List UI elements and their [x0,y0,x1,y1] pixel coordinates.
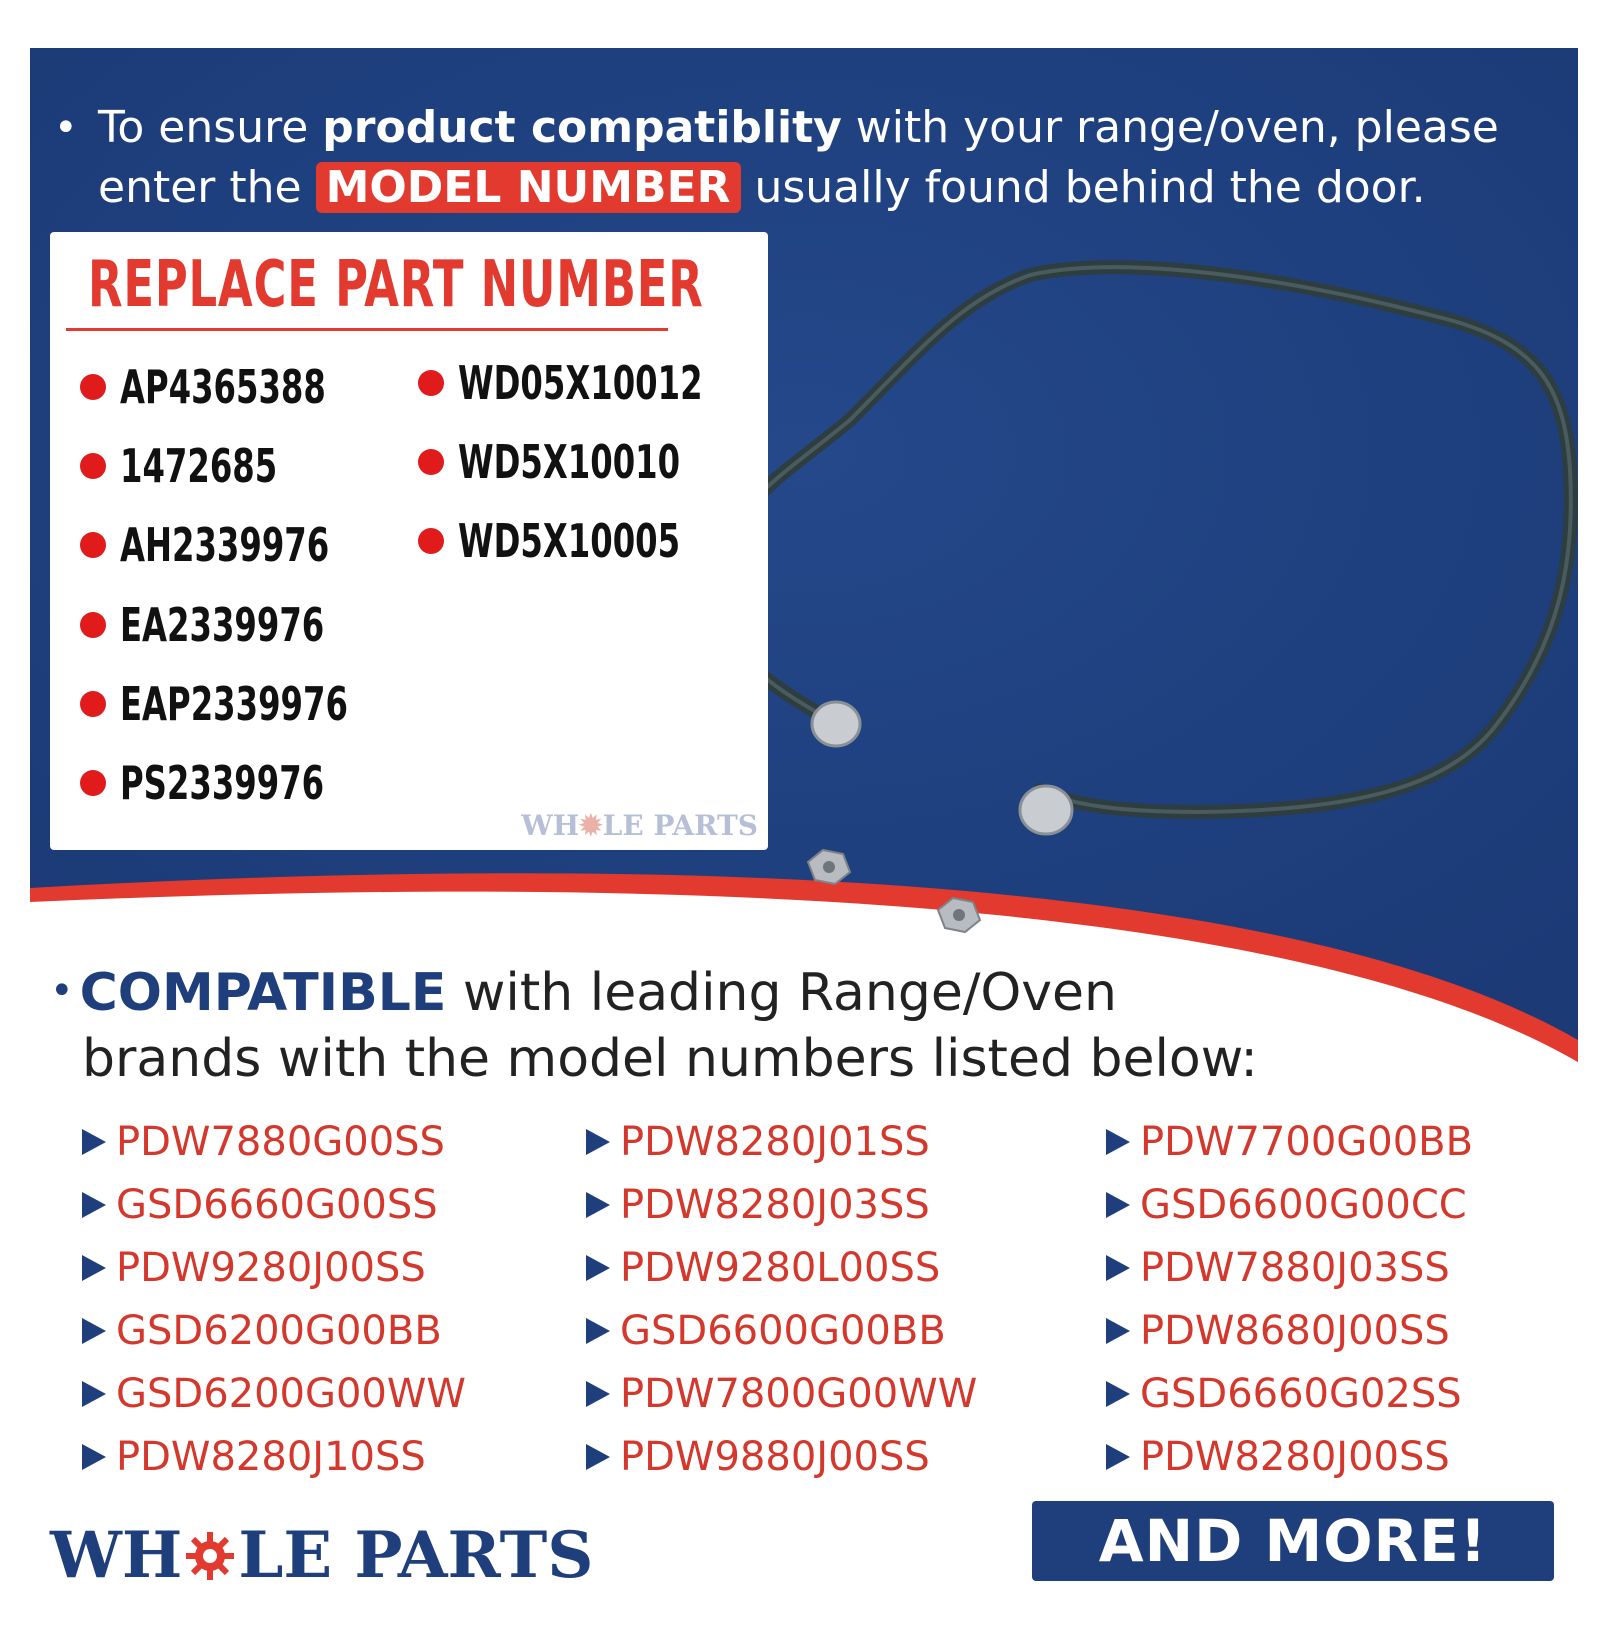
gear-icon: ✹ [579,809,603,842]
triangle-bullet-icon [82,1191,106,1218]
part-item: AH2339976 [80,518,388,572]
bullet-dot-icon [80,452,106,479]
part-item: AP4365388 [80,360,384,414]
hex-nut-icon [806,848,982,934]
triangle-bullet-icon [586,1317,610,1344]
model-number-highlight: MODEL NUMBER [315,162,741,213]
model-column-1: PDW7880G00SS GSD6660G00SS PDW9280J00SS G… [82,1110,466,1488]
triangle-bullet-icon [1106,1380,1130,1407]
card-title: REPLACE PART NUMBER [88,248,704,322]
bullet-dot-icon [418,369,444,396]
bullet-dot-icon [80,769,106,796]
red-swoosh [30,873,1578,1062]
part-item: WD5X10010 [418,435,743,489]
list-item: PDW8280J01SS [586,1110,977,1173]
gear-icon [186,1531,235,1580]
card-divider [66,328,668,331]
replace-part-card: REPLACE PART NUMBER AP4365388 1472685 AH… [50,232,768,850]
triangle-bullet-icon [1106,1191,1130,1218]
intro-bold: product compatiblity [322,102,842,153]
list-item: PDW7880G00SS [82,1110,466,1173]
list-item: PDW7880J03SS [1106,1236,1473,1299]
model-column-2: PDW8280J01SS PDW8280J03SS PDW9280L00SS G… [586,1110,977,1488]
list-item: GSD6660G02SS [1106,1362,1473,1425]
triangle-bullet-icon [82,1128,106,1155]
list-item: GSD6600G00CC [1106,1173,1473,1236]
part-item: WD05X10012 [418,356,772,410]
list-item: PDW9880J00SS [586,1425,977,1488]
part-item: WD5X10005 [418,514,743,568]
watermark-logo: WH✹LE PARTS [521,809,758,842]
part-item: EA2339976 [80,598,382,652]
list-item: PDW8280J10SS [82,1425,466,1488]
list-item: GSD6200G00BB [82,1299,466,1362]
bullet-dot-icon [80,611,106,638]
compatible-bold: COMPATIBLE [79,963,447,1023]
triangle-bullet-icon [1106,1128,1130,1155]
and-more-banner: AND MORE! [1032,1501,1554,1581]
triangle-bullet-icon [82,1380,106,1407]
triangle-bullet-icon [82,1254,106,1281]
list-item: GSD6600G00BB [586,1299,977,1362]
part-item: 1472685 [80,439,322,493]
part-item: PS2339976 [80,756,382,810]
triangle-bullet-icon [1106,1443,1130,1470]
bullet-dot-icon [80,531,106,558]
bullet-icon: • [54,105,78,151]
part-item: EAP2339976 [80,677,412,731]
triangle-bullet-icon [82,1443,106,1470]
brand-logo: WH LE PARTS [50,1518,594,1593]
triangle-bullet-icon [1106,1317,1130,1344]
bullet-icon: • [50,968,74,1014]
triangle-bullet-icon [586,1254,610,1281]
triangle-bullet-icon [586,1128,610,1155]
triangle-bullet-icon [586,1443,610,1470]
triangle-bullet-icon [586,1191,610,1218]
list-item: PDW8280J00SS [1106,1425,1473,1488]
list-item: GSD6200G00WW [82,1362,466,1425]
list-item: PDW8680J00SS [1106,1299,1473,1362]
list-item: PDW7800G00WW [586,1362,977,1425]
list-item: PDW9280J00SS [82,1236,466,1299]
list-item: GSD6660G00SS [82,1173,466,1236]
triangle-bullet-icon [82,1317,106,1344]
bullet-dot-icon [80,690,106,717]
list-item: PDW8280J03SS [586,1173,977,1236]
bullet-dot-icon [418,527,444,554]
triangle-bullet-icon [1106,1254,1130,1281]
list-item: PDW9280L00SS [586,1236,977,1299]
triangle-bullet-icon [586,1380,610,1407]
bullet-dot-icon [80,373,106,400]
compatibility-text: •COMPATIBLE with leading Range/Oven bran… [50,963,1258,1089]
model-column-3: PDW7700G00BB GSD6600G00CC PDW7880J03SS P… [1106,1110,1473,1488]
bullet-dot-icon [418,448,444,475]
list-item: PDW7700G00BB [1106,1110,1473,1173]
